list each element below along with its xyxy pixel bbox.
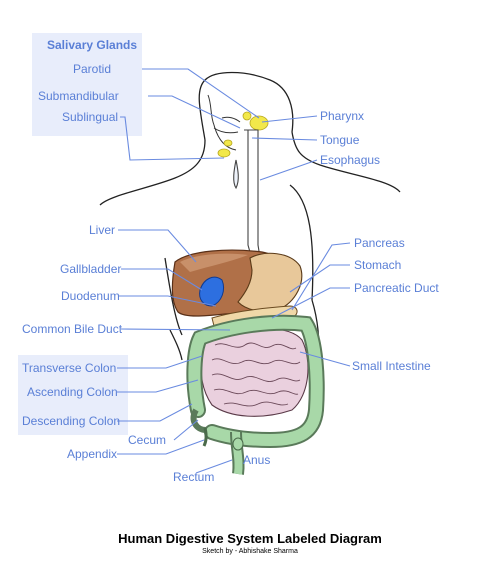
label-common-bile-duct: Common Bile Duct: [22, 322, 123, 336]
label-liver: Liver: [89, 223, 116, 237]
cecum-appendix: [190, 408, 208, 447]
body-outline: [99, 71, 401, 361]
diagram-title: Human Digestive System Labeled Diagram: [118, 531, 382, 546]
label-duodenum: Duodenum: [61, 289, 120, 303]
label-transverse-colon: Transverse Colon: [22, 361, 117, 375]
label-sublingual: Sublingual: [62, 110, 119, 124]
label-pancreatic-duct: Pancreatic Duct: [354, 281, 439, 295]
label-esophagus: Esophagus: [320, 153, 381, 167]
label-cecum: Cecum: [128, 433, 167, 447]
colon-labels-highlight: [18, 355, 128, 435]
label-appendix: Appendix: [67, 447, 118, 461]
label-small-intestine: Small Intestine: [352, 359, 431, 373]
small-intestine: [200, 327, 309, 417]
leader-lines: [117, 68, 351, 474]
label-parotid: Parotid: [73, 62, 112, 76]
diagram-credit: Sketch by - Abhishake Sharma: [202, 548, 298, 555]
salivary-glands-highlight: [32, 33, 142, 136]
label-submandibular: Submandibular: [38, 89, 119, 103]
salivary-glands: [217, 111, 269, 158]
gallbladder: [199, 276, 225, 307]
label-tongue: Tongue: [320, 133, 360, 147]
label-pharynx: Pharynx: [320, 109, 365, 123]
label-stomach: Stomach: [354, 258, 402, 272]
label-pancreas: Pancreas: [354, 236, 405, 250]
head-sketch: [207, 94, 241, 151]
label-descending-colon: Descending Colon: [22, 414, 121, 428]
esophagus: [233, 129, 263, 271]
label-ascending-colon: Ascending Colon: [27, 385, 118, 399]
label-rectum: Rectum: [173, 470, 215, 484]
salivary-glands-heading: Salivary Glands: [47, 38, 138, 52]
rectum: [230, 431, 245, 475]
label-anus: Anus: [243, 453, 271, 467]
colon: [186, 314, 325, 449]
label-gallbladder: Gallbladder: [60, 262, 122, 276]
